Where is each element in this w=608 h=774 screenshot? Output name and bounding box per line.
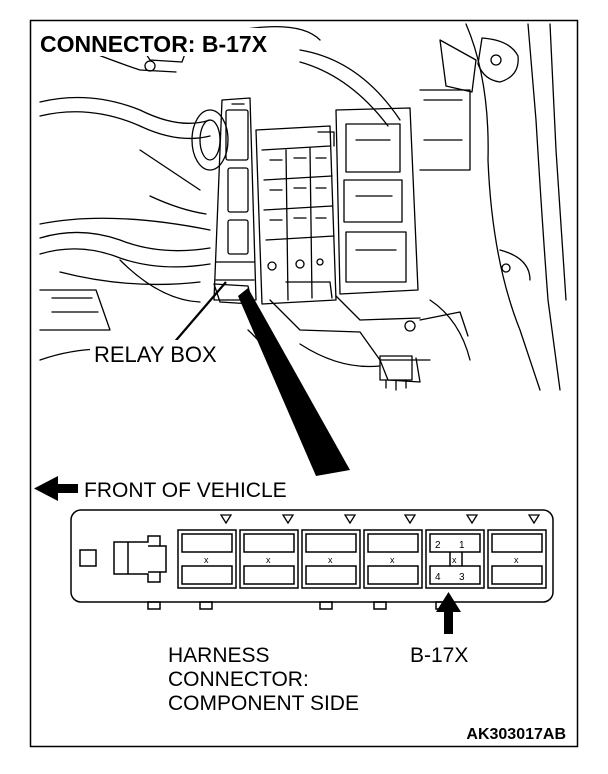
relay-box-label-backdrop (90, 340, 236, 366)
svg-text:x: x (514, 555, 519, 565)
relay-slot-b17x (425, 529, 485, 589)
terminal-center-mark: x (452, 555, 457, 565)
harness-label-line1: HARNESS (168, 644, 270, 667)
title: CONNECTOR: B-17X (40, 31, 268, 57)
connector-wedge-callout (238, 288, 350, 476)
relay-box-label: RELAY BOX (94, 342, 217, 367)
figure-border (29, 19, 579, 748)
relay-slot-3: x (301, 529, 361, 589)
relay-slot-1: x (177, 529, 237, 589)
terminal-2: 2 (435, 540, 441, 551)
front-arrow-icon (34, 476, 78, 501)
svg-text:x: x (204, 555, 209, 565)
relay-slot-4: x (363, 529, 423, 589)
svg-text:x: x (266, 555, 271, 565)
terminal-4: 4 (435, 572, 441, 583)
connector-callout-label: B-17X (410, 644, 468, 667)
title-backdrop (38, 28, 288, 56)
harness-label-line2: CONNECTOR: (168, 668, 309, 691)
front-of-vehicle-label: FRONT OF VEHICLE (84, 479, 287, 502)
svg-text:x: x (390, 555, 395, 565)
relay-slot-6: x (487, 529, 547, 589)
figure-code: AK303017AB (466, 726, 566, 743)
b17x-pointer-arrow-icon (436, 592, 461, 634)
terminal-1: 1 (459, 540, 465, 551)
orientation-triangles (219, 514, 541, 525)
relay-slot-2: x (239, 529, 299, 589)
svg-text:x: x (328, 555, 333, 565)
harness-label-line3: COMPONENT SIDE (168, 692, 359, 715)
terminal-3: 3 (459, 572, 465, 583)
harness-connector (70, 509, 554, 610)
